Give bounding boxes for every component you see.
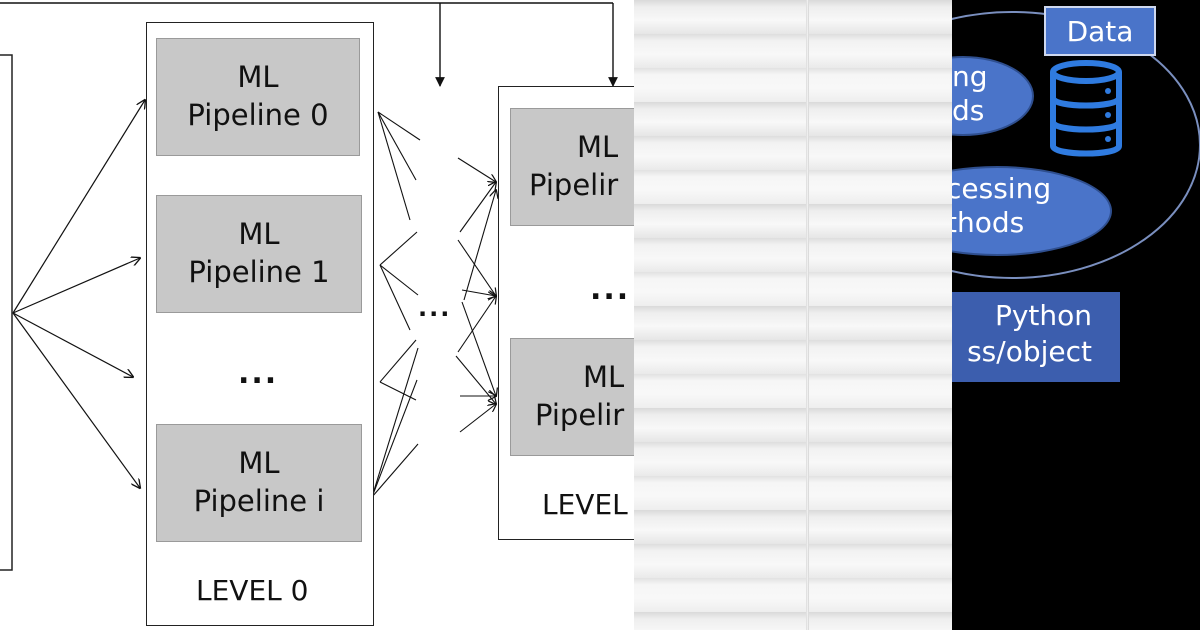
level-1-label: LEVEL xyxy=(542,488,628,521)
blind-slat xyxy=(634,544,952,578)
level-1-pipeline-bottom-label: ML Pipelir xyxy=(535,360,625,432)
blind-slat xyxy=(634,476,952,510)
blind-slat xyxy=(634,408,952,442)
pipeline-i-label: ML Pipeline i xyxy=(193,446,325,518)
blind-slat xyxy=(634,68,952,102)
pipeline-1-label: ML Pipeline 1 xyxy=(188,217,330,289)
blind-slat xyxy=(634,238,952,272)
blind-slat xyxy=(634,102,952,136)
blind-slat xyxy=(634,272,952,306)
blind-slat xyxy=(634,170,952,204)
blind-slat xyxy=(634,204,952,238)
blind-slat xyxy=(634,374,952,408)
pipeline-0-box: ML Pipeline 0 xyxy=(156,38,360,156)
outer-ellipse xyxy=(952,11,1200,279)
blind-slat xyxy=(634,578,952,612)
level-1-ellipsis: ... xyxy=(590,272,631,307)
diagram-connectors xyxy=(0,2,618,571)
pipeline-0-label: ML Pipeline 0 xyxy=(187,60,329,132)
pipeline-i-box: ML Pipeline i xyxy=(156,424,362,542)
blind-slat xyxy=(634,34,952,68)
python-object-text: Python ss/object xyxy=(967,299,1092,369)
blind-slat xyxy=(634,442,952,476)
between-levels-ellipsis: ... xyxy=(418,294,452,322)
pipeline-1-box: ML Pipeline 1 xyxy=(156,195,362,313)
blind-slat xyxy=(634,136,952,170)
blind-cord xyxy=(806,0,809,630)
input-box xyxy=(0,54,13,571)
methods-blob-1-text: ng ds xyxy=(952,60,988,127)
blind-slat xyxy=(634,306,952,340)
level-1-pipeline-bottom-box: ML Pipelir xyxy=(510,338,634,456)
level-0-ellipsis: ... xyxy=(238,356,279,391)
window-blinds-photo xyxy=(634,0,952,630)
database-icon xyxy=(1050,60,1122,157)
blind-slat xyxy=(634,0,952,34)
data-label-box: Data xyxy=(1044,6,1156,56)
level-1-pipeline-top-label: ML Pipelir xyxy=(529,130,619,202)
level-0-label: LEVEL 0 xyxy=(196,574,309,607)
blind-slat xyxy=(634,612,952,630)
pipeline-diagram: ML Pipeline 0 ML Pipeline 1 ... ML Pipel… xyxy=(0,2,634,626)
fan-out-arrows xyxy=(12,100,145,488)
processing-blob-text: cessing thods xyxy=(952,172,1052,239)
python-object-box xyxy=(952,292,1120,382)
blind-slat xyxy=(634,510,952,544)
cross-arrows xyxy=(371,111,496,498)
blind-slat xyxy=(634,340,952,374)
python-object-diagram: ng ds cessing thods Data Python ss/objec… xyxy=(952,0,1200,630)
level-1-pipeline-top-box: ML Pipelir xyxy=(510,108,634,226)
